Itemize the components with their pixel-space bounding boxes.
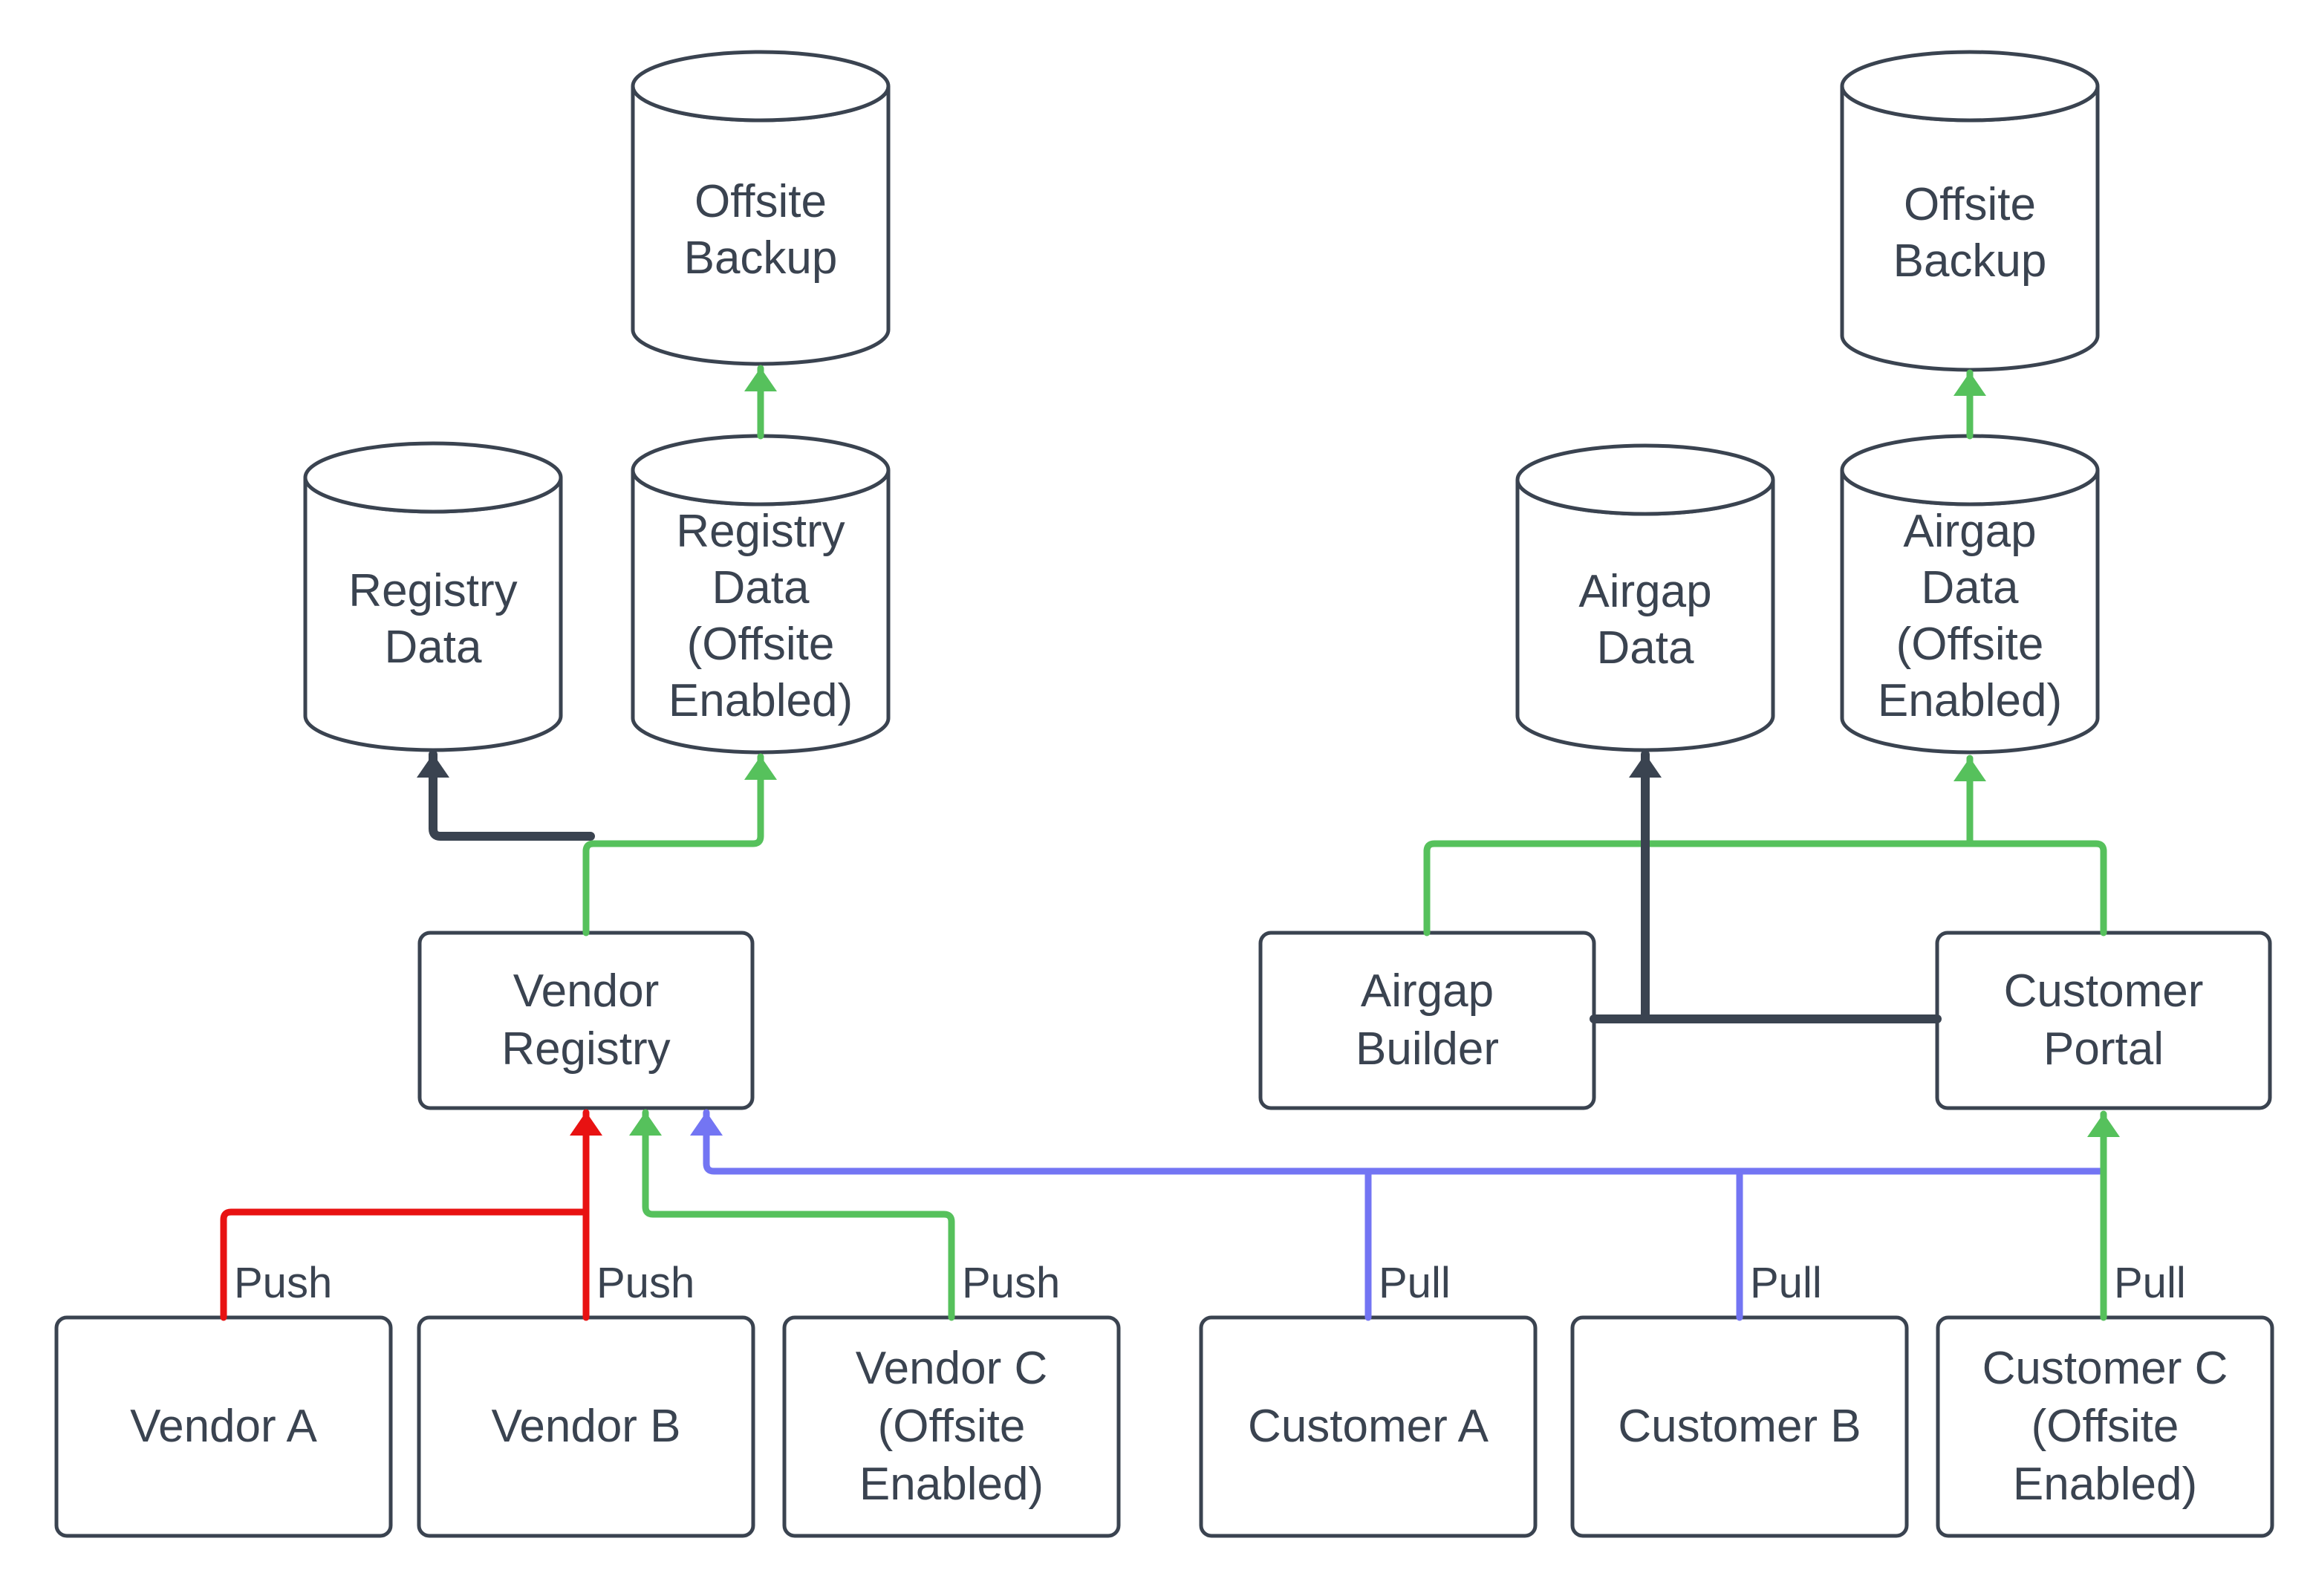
offsite-backup-right-cylinder <box>1840 50 2100 372</box>
vendor-c-label: Vendor C (Offsite Enabled) <box>855 1343 1048 1510</box>
offsite-backup-left-cylinder <box>631 50 891 366</box>
customer-b-label: Customer B <box>1618 1401 1861 1452</box>
push-label-vendor-a: Push <box>234 1259 333 1307</box>
edge-vendor-registry-to-registry-data-offsite <box>582 753 777 937</box>
pull-label-customer-b: Pull <box>1750 1259 1822 1307</box>
edge-vendor-c-push <box>629 1109 955 1321</box>
pull-label-customer-a: Pull <box>1379 1259 1451 1307</box>
registry-data-cylinder <box>303 441 563 752</box>
airgap-data-offsite-cylinder <box>1840 434 2100 755</box>
pull-label-customer-c: Pull <box>2114 1259 2186 1307</box>
airgap-data-label: Airgap Data <box>1578 566 1712 674</box>
registry-data-offsite-label: Registry Data (Offsite Enabled) <box>668 506 853 726</box>
edge-vendor-registry-to-registry-data <box>417 750 595 841</box>
vendor-registry-label: Vendor Registry <box>501 965 671 1075</box>
edge-customers-pull-to-vendor-registry <box>690 1109 2107 1175</box>
push-label-vendor-c: Push <box>962 1259 1061 1307</box>
edge-vendor-a-push <box>220 1208 587 1321</box>
registry-data-label: Registry Data <box>348 564 518 673</box>
customer-c-label: Customer C (Offsite Enabled) <box>1982 1343 2228 1510</box>
push-label-vendor-b: Push <box>596 1259 695 1307</box>
offsite-backup-left-label: Offsite Backup <box>683 176 838 284</box>
vendor-b-label: Vendor B <box>491 1401 681 1452</box>
edge-customer-portal-to-airgap-builder <box>1423 840 2107 937</box>
offsite-backup-right-label: Offsite Backup <box>1893 179 2047 287</box>
airgap-builder-label: Airgap Builder <box>1356 965 1499 1075</box>
airgap-data-cylinder <box>1515 443 1775 752</box>
customer-a-label: Customer A <box>1248 1401 1489 1452</box>
customer-portal-label: Customer Portal <box>2003 965 2204 1075</box>
vendor-a-label: Vendor A <box>130 1401 317 1452</box>
registry-data-offsite-cylinder <box>631 434 891 755</box>
airgap-data-offsite-label: Airgap Data (Offsite Enabled) <box>1877 506 2063 726</box>
